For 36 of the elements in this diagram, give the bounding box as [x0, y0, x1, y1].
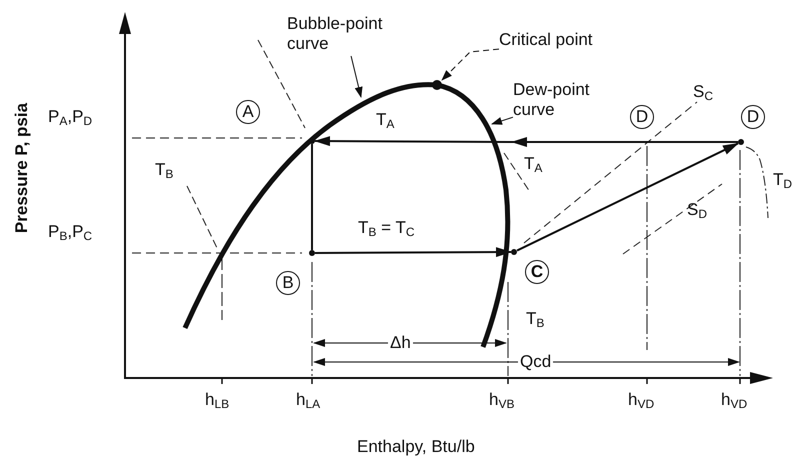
axis-title: Enthalpy, Btu/lb	[357, 437, 475, 457]
state-marker: C	[525, 260, 549, 284]
isentrope-label: S$_{C}$	[693, 82, 714, 105]
tick-label: h$_{VB}$	[489, 390, 514, 413]
state-point	[738, 139, 744, 145]
isentrope-label: S$_{D}$	[687, 200, 708, 223]
tick-label: h$_{LA}$	[296, 390, 320, 413]
state-marker: D	[630, 105, 654, 129]
curve-label: Critical point	[499, 30, 659, 50]
state-marker: A	[236, 100, 260, 124]
dimension-label: Qcd	[518, 352, 554, 372]
pressure-level-label: P$_{B}$,P$_{C}$	[48, 222, 92, 245]
leader-line	[350, 56, 363, 98]
critical-point-dot	[432, 80, 442, 90]
leader-line	[441, 48, 500, 81]
curve-label: Dew-point curve	[513, 80, 613, 120]
pressure-level-label: P$_{A}$,P$_{D}$	[48, 107, 92, 130]
state-marker: D	[741, 105, 765, 129]
tick-label: h$_{VD}$	[721, 390, 748, 413]
isotherm-label: T$_{A}$	[524, 154, 542, 177]
state-point	[511, 249, 517, 255]
process-arrow	[516, 142, 739, 252]
state-marker: B	[276, 271, 300, 295]
axis-title: Pressure P, psia	[12, 102, 32, 236]
state-point	[309, 250, 315, 256]
isotherm-label: T$_{B}$	[526, 309, 544, 332]
isotherm-label: T$_{A}$	[376, 110, 394, 133]
isotherm-label: T$_{B}$	[155, 160, 174, 183]
isotherm-label: T$_{D}$	[773, 170, 792, 193]
process-arrow	[314, 136, 738, 147]
leader-line	[491, 116, 514, 125]
process-arrow	[315, 247, 512, 258]
tick-label: h$_{VD}$	[628, 390, 654, 413]
curve-label: Bubble-point curve	[287, 14, 405, 54]
isotherm-label: T$_{B}$ = T$_{C}$	[358, 218, 415, 241]
tick-label: h$_{LB}$	[205, 390, 230, 413]
